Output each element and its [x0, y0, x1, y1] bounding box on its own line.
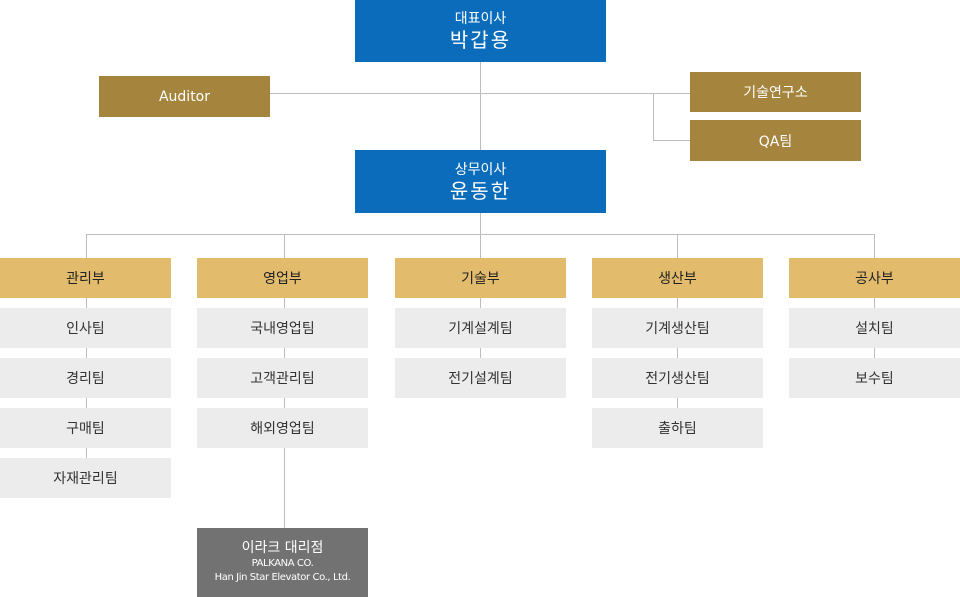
dept-box: 생산부 — [592, 258, 763, 298]
connector-dept-drop-2 — [284, 234, 285, 258]
team-label: 인사팀 — [66, 321, 105, 337]
team-box: 해외영업팀 — [197, 408, 368, 448]
iraq-agency-box: 이라크 대리점 PALKANA CO. Han Jin Star Elevato… — [197, 528, 368, 597]
qa-team-label: QA팀 — [758, 133, 793, 150]
ceo-title: 대표이사 — [454, 11, 507, 27]
team-box: 국내영업팀 — [197, 308, 368, 348]
connector-dept-drop-4 — [677, 234, 678, 258]
team-box: 전기생산팀 — [592, 358, 763, 398]
dept-label: 관리부 — [66, 271, 105, 287]
team-label: 자재관리팀 — [53, 471, 118, 487]
qa-team-box: QA팀 — [690, 120, 861, 161]
team-label: 전기설계팀 — [448, 371, 513, 387]
dept-label: 기술부 — [461, 271, 500, 287]
managing-director-box: 상무이사 윤동한 — [355, 150, 606, 213]
connector-qa-vertical — [653, 93, 654, 140]
team-label: 경리팀 — [66, 371, 105, 387]
team-label: 해외영업팀 — [250, 421, 315, 437]
team-box: 보수팀 — [789, 358, 960, 398]
dept-box: 공사부 — [789, 258, 960, 298]
research-lab-box: 기술연구소 — [690, 72, 861, 112]
team-box: 고객관리팀 — [197, 358, 368, 398]
dept-label: 생산부 — [658, 271, 697, 287]
connector-md-to-depts — [480, 213, 481, 234]
team-box: 전기설계팀 — [395, 358, 566, 398]
team-box: 경리팀 — [0, 358, 171, 398]
agency-line-1: PALKANA CO. — [251, 558, 314, 569]
connector-dept-drop-3 — [480, 234, 481, 258]
team-label: 출하팀 — [658, 421, 697, 437]
agency-name: 이라크 대리점 — [241, 540, 324, 556]
team-label: 구매팀 — [66, 421, 105, 437]
team-label: 기계생산팀 — [645, 321, 710, 337]
team-box: 출하팀 — [592, 408, 763, 448]
connector-dept-drop-5 — [874, 234, 875, 258]
md-title: 상무이사 — [454, 161, 507, 178]
dept-box: 관리부 — [0, 258, 171, 298]
connector-auditor — [270, 93, 690, 94]
team-box: 기계생산팀 — [592, 308, 763, 348]
connector-col4 — [677, 298, 678, 408]
dept-box: 기술부 — [395, 258, 566, 298]
auditor-box: Auditor — [99, 76, 270, 117]
team-label: 국내영업팀 — [250, 321, 315, 337]
team-label: 기계설계팀 — [448, 321, 513, 337]
connector-qa-horizontal — [653, 140, 690, 141]
ceo-box: 대표이사 박갑용 — [355, 0, 606, 62]
team-box: 구매팀 — [0, 408, 171, 448]
md-name: 윤동한 — [449, 178, 512, 203]
team-box: 인사팀 — [0, 308, 171, 348]
team-label: 전기생산팀 — [645, 371, 710, 387]
team-label: 고객관리팀 — [250, 371, 315, 387]
agency-line-2: Han Jin Star Elevator Co., Ltd. — [214, 572, 351, 583]
connector-dept-drop-1 — [86, 234, 87, 258]
dept-label: 영업부 — [263, 271, 302, 287]
ceo-name: 박갑용 — [449, 28, 512, 52]
team-box: 기계설계팀 — [395, 308, 566, 348]
team-label: 보수팀 — [855, 371, 894, 387]
connector-ceo-to-md — [480, 62, 481, 150]
dept-label: 공사부 — [855, 271, 894, 287]
team-label: 설치팀 — [855, 321, 894, 337]
team-box: 자재관리팀 — [0, 458, 171, 498]
team-box: 설치팀 — [789, 308, 960, 348]
auditor-label: Auditor — [158, 88, 211, 105]
dept-box: 영업부 — [197, 258, 368, 298]
research-lab-label: 기술연구소 — [743, 85, 808, 101]
